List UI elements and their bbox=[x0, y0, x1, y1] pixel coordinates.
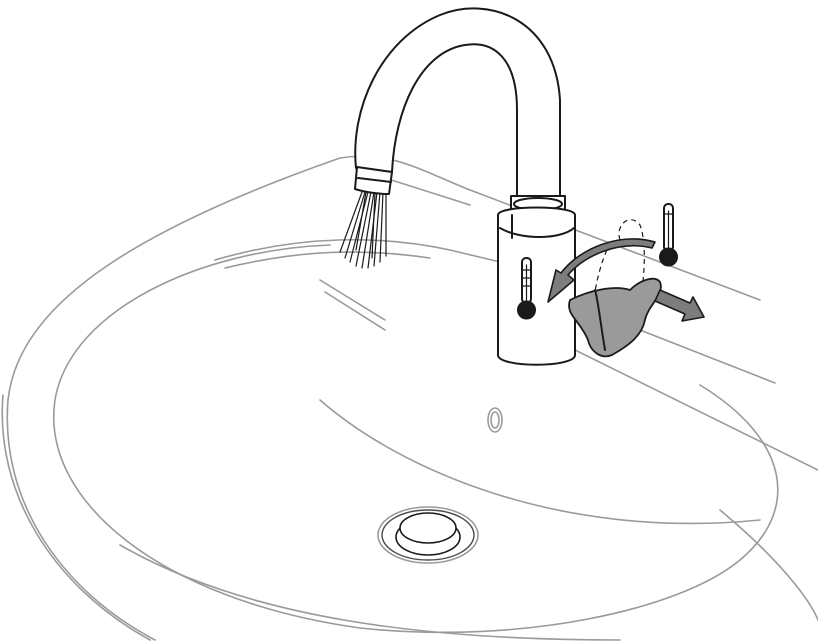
water-stream bbox=[340, 192, 386, 268]
basin-outer-rim-edge bbox=[2, 395, 150, 640]
basin-slope-line-1 bbox=[320, 280, 385, 320]
pull-handle-arrow-icon bbox=[655, 290, 704, 321]
cold-temperature-thermometer-icon bbox=[660, 204, 678, 266]
faucet bbox=[355, 8, 704, 364]
overflow-hole-inner bbox=[491, 412, 499, 428]
basin-outer-rim bbox=[7, 156, 760, 640]
basin-slope-line-2 bbox=[325, 292, 385, 330]
basin-front-curve bbox=[320, 400, 760, 523]
basin-back-line-2 bbox=[640, 330, 775, 383]
washbasin bbox=[2, 156, 818, 640]
drain-plug-top bbox=[400, 513, 456, 543]
lever-handle bbox=[569, 279, 661, 357]
basin-back-line bbox=[575, 350, 818, 470]
